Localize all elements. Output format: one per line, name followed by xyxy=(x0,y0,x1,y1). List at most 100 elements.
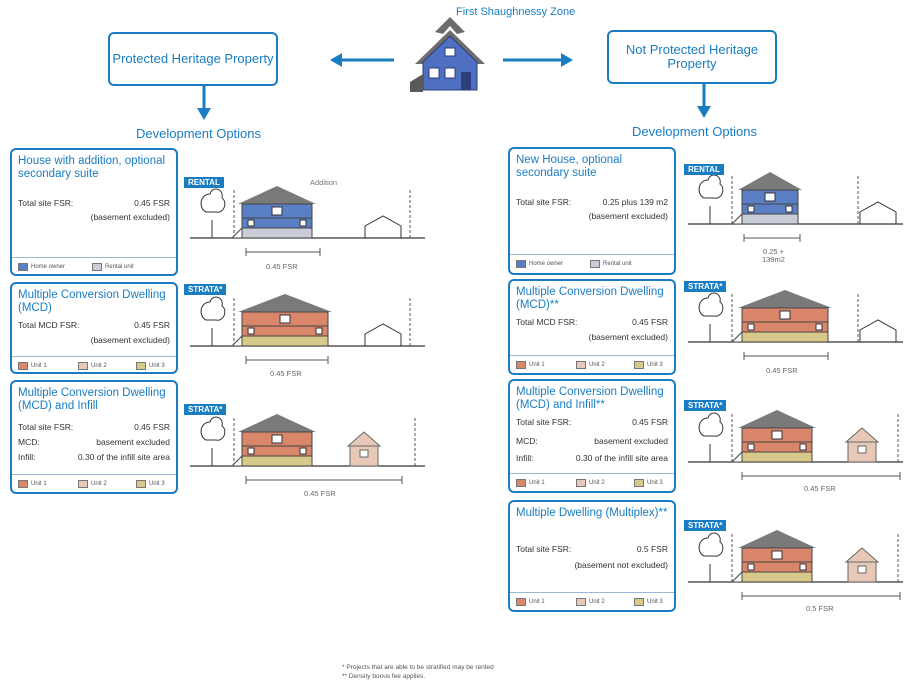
infill-value: 0.30 of the infill site area xyxy=(77,452,170,462)
fsr-note: (basement excluded) xyxy=(90,212,170,222)
footnote-2: ** Density bonus fee applies. xyxy=(342,673,426,680)
fsr-value: 0.25 plus 139 m2 xyxy=(602,197,668,207)
fsr-note: (basement not excluded) xyxy=(574,560,668,570)
legend-unit1: Unit 1 xyxy=(516,361,545,369)
infill-house-icon xyxy=(346,431,382,467)
neighbour-house-icon xyxy=(859,319,897,342)
house-icon xyxy=(738,410,816,463)
heritage-house-icon xyxy=(410,17,485,92)
addition-label: Addition xyxy=(310,178,338,187)
left-card-mcd-infill: Multiple Conversion Dwelling (MCD) and I… xyxy=(10,380,178,494)
fsr-dim-label: 0.45 FSR xyxy=(270,369,302,378)
card-title: House with addition, optional secondary … xyxy=(18,155,166,180)
card-title: Multiple Conversion Dwelling (MCD) and I… xyxy=(516,386,664,411)
dev-options-left: Development Options xyxy=(136,126,262,141)
legend-unit1: Unit 1 xyxy=(18,362,47,370)
house-icon xyxy=(238,414,316,467)
neighbour-house-icon xyxy=(364,323,402,346)
strata-tag: STRATA* xyxy=(684,281,727,292)
stairs-icon xyxy=(730,570,743,583)
fsr-label: Total MCD FSR: xyxy=(18,320,80,330)
scene-multiplex xyxy=(688,530,903,600)
legend-unit1: Unit 1 xyxy=(516,479,545,487)
legend-owner: Home owner xyxy=(18,263,65,271)
footnote-1: * Projects that are able to be stratifie… xyxy=(342,664,494,671)
neighbour-house-icon xyxy=(364,215,402,238)
infill-house-icon xyxy=(844,427,880,463)
fsr-dim-label: 0.25 + 139m2 xyxy=(762,247,785,264)
scene-mcd-infill xyxy=(190,414,425,484)
arrow-right-icon xyxy=(503,53,573,67)
strata-tag: STRATA* xyxy=(684,520,727,531)
legend-unit2: Unit 2 xyxy=(78,362,107,370)
legend-rental: Rental unit xyxy=(590,260,632,268)
card-title: Multiple Conversion Dwelling (MCD) and I… xyxy=(18,387,166,412)
tree-icon xyxy=(698,412,724,462)
legend-unit2: Unit 2 xyxy=(576,598,605,606)
infill-value: 0.30 of the infill site area xyxy=(575,453,668,463)
card-title: Multiple Dwelling (Multiplex)** xyxy=(516,507,668,519)
house-icon xyxy=(238,186,316,239)
right-card-mcd: Multiple Conversion Dwelling (MCD)** Tot… xyxy=(508,279,676,375)
arrow-down-left-icon xyxy=(197,86,211,120)
scene-mcd xyxy=(190,294,425,364)
fsr-label: Total site FSR: xyxy=(18,198,74,208)
tree-icon xyxy=(200,188,226,238)
house-icon xyxy=(738,530,816,583)
fsr-value: 0.45 FSR xyxy=(134,320,170,330)
legend-unit1: Unit 1 xyxy=(18,480,47,488)
mcd-value: basement excluded xyxy=(594,436,668,446)
fsr-dim-label: 0.45 FSR xyxy=(266,262,298,271)
legend-unit2: Unit 2 xyxy=(576,361,605,369)
stairs-icon xyxy=(230,334,243,347)
legend-unit3: Unit 3 xyxy=(634,479,663,487)
fsr-dim-label: 0.45 FSR xyxy=(804,484,836,493)
stairs-icon xyxy=(730,450,743,463)
fsr-value: 0.45 FSR xyxy=(632,317,668,327)
neighbour-house-icon xyxy=(859,201,897,224)
fsr-value: 0.45 FSR xyxy=(134,198,170,208)
right-card-mcd-infill: Multiple Conversion Dwelling (MCD) and I… xyxy=(508,379,676,493)
fsr-note: (basement excluded) xyxy=(90,335,170,345)
stairs-icon xyxy=(730,212,743,225)
fsr-value: 0.45 FSR xyxy=(632,417,668,427)
house-icon xyxy=(238,294,332,347)
infill-label: Infill: xyxy=(18,452,36,462)
dev-options-right: Development Options xyxy=(632,124,758,139)
left-card-mcd: Multiple Conversion Dwelling (MCD) Total… xyxy=(10,282,178,374)
fsr-label: Total site FSR: xyxy=(516,544,572,554)
mcd-label: MCD: xyxy=(516,436,538,446)
rental-tag: RENTAL xyxy=(684,164,724,175)
legend-unit3: Unit 3 xyxy=(634,361,663,369)
legend-unit3: Unit 3 xyxy=(136,480,165,488)
strata-tag: STRATA* xyxy=(684,400,727,411)
right-card-multiplex: Multiple Dwelling (Multiplex)** Total si… xyxy=(508,500,676,612)
scene-mcd-right xyxy=(688,290,903,360)
strata-tag: STRATA* xyxy=(184,404,227,415)
fsr-dim-label: 0.45 FSR xyxy=(766,366,798,375)
card-title: New House, optional secondary suite xyxy=(516,154,623,179)
fsr-label: Total site FSR: xyxy=(18,422,74,432)
rental-tag: RENTAL xyxy=(184,177,224,188)
stairs-icon xyxy=(230,226,243,239)
tree-icon xyxy=(698,532,724,582)
left-card-house-addition: House with addition, optional secondary … xyxy=(10,148,178,276)
not-protected-heritage-header: Not Protected Heritage Property xyxy=(607,30,777,84)
card-title: Multiple Conversion Dwelling (MCD)** xyxy=(516,286,664,311)
house-icon xyxy=(738,172,802,225)
mcd-label: MCD: xyxy=(18,437,40,447)
scene-house-addition xyxy=(190,186,425,256)
tree-icon xyxy=(698,292,724,342)
scene-new-house xyxy=(688,172,903,242)
legend-unit2: Unit 2 xyxy=(78,480,107,488)
strata-tag: STRATA* xyxy=(184,284,227,295)
arrow-down-right-icon xyxy=(697,84,711,118)
infill-house-icon xyxy=(844,547,880,583)
legend-unit3: Unit 3 xyxy=(634,598,663,606)
stairs-icon xyxy=(230,454,243,467)
fsr-label: Total MCD FSR: xyxy=(516,317,578,327)
fsr-dim-label: 0.45 FSR xyxy=(304,489,336,498)
legend-rental: Rental unit xyxy=(92,263,134,271)
zone-title: First Shaughnessy Zone xyxy=(456,6,576,18)
scene-mcd-infill-right xyxy=(688,410,903,480)
